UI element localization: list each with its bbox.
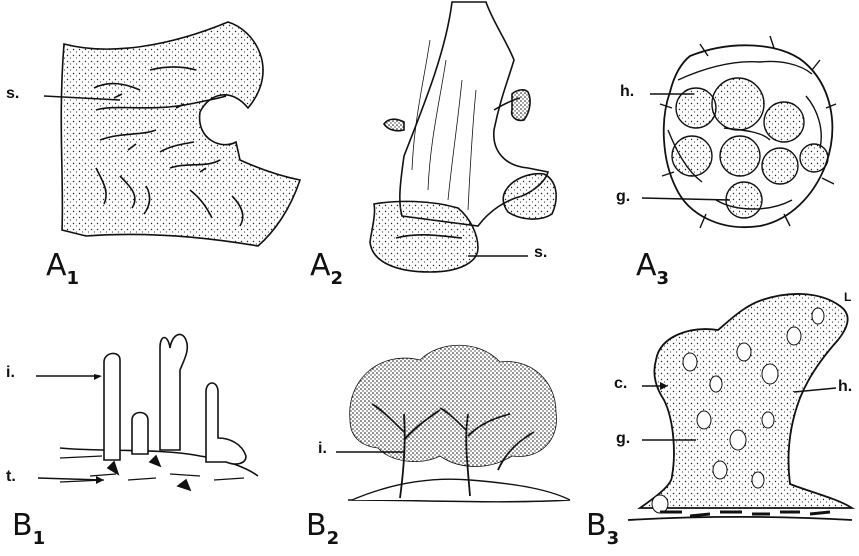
callout-b3-cortex: c. [614,375,627,393]
panel-b2-drawing [348,345,570,502]
leader-a3-g [642,198,730,200]
panel-label-b1: B1 [12,508,45,547]
callout-b2-isidia: i. [318,440,327,458]
callout-b3-gonidia: g. [616,430,630,448]
callout-a1-soredia: s. [6,85,19,103]
panel-a1-drawing [61,22,300,246]
panel-b1-drawing [60,334,258,490]
panel-label-a2: A2 [310,248,343,287]
callout-a3-gonidia: g. [616,188,630,206]
callout-b1-isidia: i. [6,364,15,382]
leader-b1-t [38,478,102,480]
panel-a2-drawing [370,2,556,272]
callout-a3-hyphae: h. [620,83,634,101]
panel-b3-drawing [628,294,852,520]
callout-b3-corner-mark: L [844,290,851,304]
panel-label-a1: A1 [46,248,79,287]
panel-label-b3: B3 [586,508,619,547]
callout-b3-hyphae: h. [838,378,852,396]
callout-a2-soredia: s. [534,244,547,262]
panel-label-a3: A3 [636,248,669,287]
panel-label-b2: B2 [306,508,339,547]
callout-b1-t: t. [6,468,16,486]
